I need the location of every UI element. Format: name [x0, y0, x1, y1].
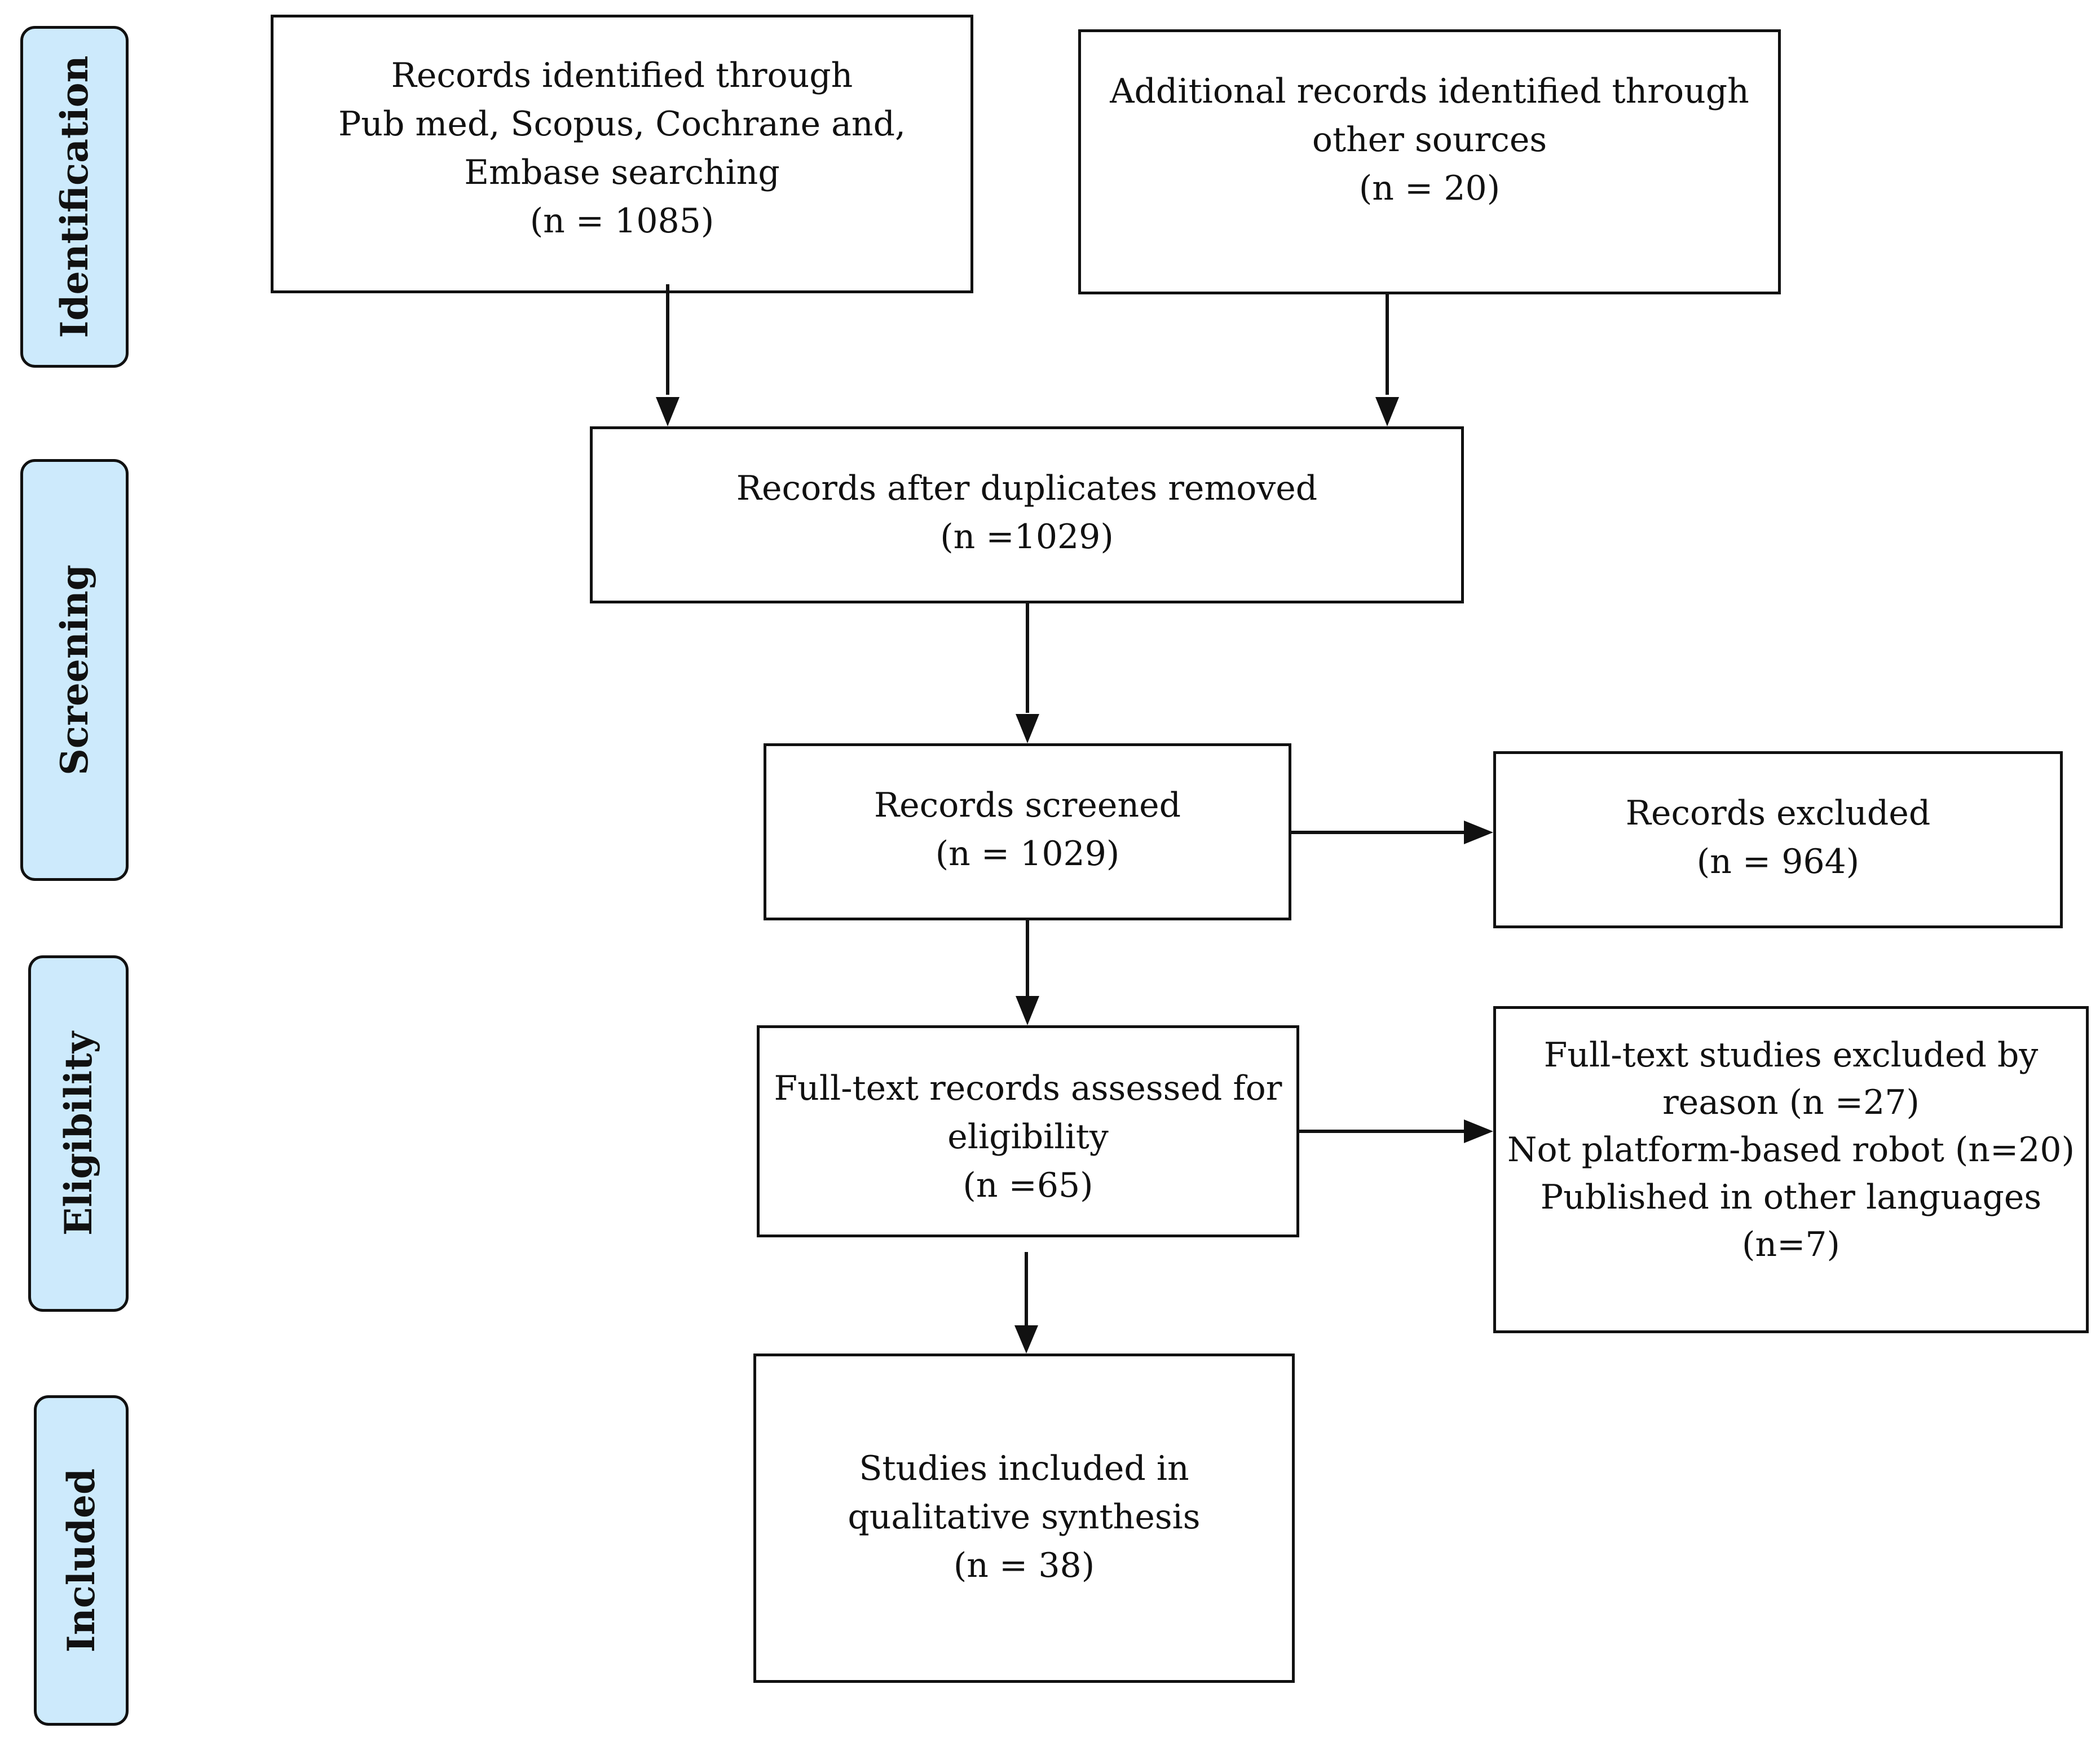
phase-identification: Identification: [20, 26, 129, 368]
box-line: Additional records identified through: [1110, 72, 1749, 111]
box-line: (n=7): [1742, 1225, 1840, 1264]
box-line: Not platform-based robot (n=20): [1507, 1130, 2075, 1170]
arrowhead-additional-to-duplicates: [1375, 397, 1399, 426]
box-line: Records excluded: [1625, 793, 1931, 833]
fulltext-assessed-box: Full-text records assessed for eligibili…: [757, 1025, 1299, 1237]
phase-included: Included: [34, 1395, 129, 1726]
records-excluded-box: Records excluded (n = 964): [1493, 751, 2063, 928]
arrowhead-screened-to-excluded: [1464, 821, 1493, 844]
box-line: Records screened: [873, 786, 1181, 825]
arrowhead-identified-to-duplicates: [656, 397, 680, 426]
studies-included-box: Studies included in qualitative synthesi…: [753, 1354, 1295, 1683]
box-line: (n = 964): [1696, 842, 1860, 881]
duplicates-removed-box: Records after duplicates removed (n =102…: [590, 426, 1464, 603]
arrowhead-fulltext-to-excluded: [1464, 1119, 1493, 1143]
box-line: (n = 1085): [530, 201, 714, 241]
box-line: Pub med, Scopus, Cochrane and,: [338, 104, 906, 144]
additional-records-box: Additional records identified through ot…: [1078, 29, 1781, 294]
box-line: qualitative synthesis: [848, 1497, 1201, 1537]
phase-screening: Screening: [20, 459, 129, 881]
phase-eligibility: Eligibility: [28, 955, 129, 1312]
box-line: other sources: [1312, 120, 1547, 160]
box-line: (n =1029): [940, 517, 1114, 557]
box-line: Records identified through: [391, 56, 853, 95]
box-line: Full-text records assessed for: [774, 1069, 1282, 1108]
arrowhead-fulltext-to-included: [1014, 1325, 1038, 1354]
box-line: (n =65): [963, 1166, 1093, 1205]
identified-records-box: Records identified through Pub med, Scop…: [271, 15, 973, 293]
box-line: Full-text studies excluded by: [1543, 1035, 2039, 1075]
box-line: (n = 20): [1358, 169, 1501, 208]
arrowhead-duplicates-to-screened: [1016, 714, 1039, 743]
records-screened-box: Records screened (n = 1029): [764, 743, 1291, 920]
box-line: Embase searching: [464, 153, 780, 192]
arrowhead-screened-to-fulltext: [1016, 996, 1039, 1025]
box-line: Published in other languages: [1540, 1178, 2042, 1217]
box-line: Studies included in: [859, 1449, 1189, 1488]
fulltext-excluded-box: Full-text studies excluded by reason (n …: [1493, 1006, 2089, 1333]
box-line: eligibility: [947, 1117, 1109, 1157]
box-line: Records after duplicates removed: [736, 469, 1318, 508]
box-line: (n = 38): [953, 1546, 1095, 1585]
box-line: (n = 1029): [935, 834, 1120, 874]
box-line: reason (n =27): [1662, 1083, 1920, 1122]
